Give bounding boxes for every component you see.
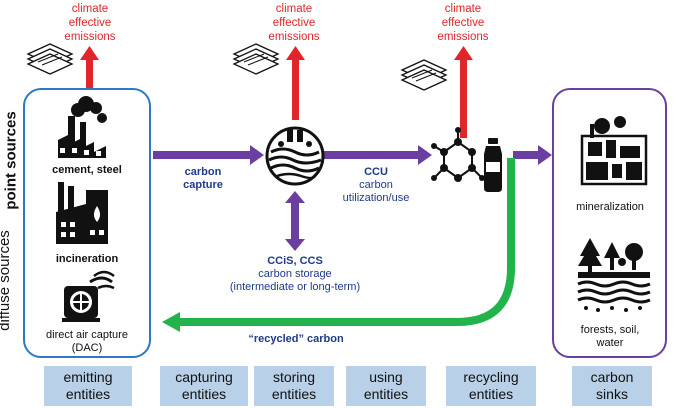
category-line1: using — [369, 369, 403, 385]
document-stack-icon-center — [232, 43, 280, 75]
molecule-bottle-icon — [431, 127, 502, 192]
direct-air-capture-icon — [62, 270, 115, 322]
forests-soil-water-label: forests, soil, water — [556, 324, 664, 350]
ccs-line2: (intermediate or long-term) — [229, 281, 361, 293]
carbon-capture-line1: carbon — [184, 166, 222, 178]
mineralization-icon — [580, 116, 648, 186]
cement-steel-label: cement, steel — [52, 164, 122, 176]
ccu-line2: utilization/use — [342, 192, 410, 204]
sink-arrow — [513, 145, 552, 165]
dac-label-line1: direct air capture — [46, 329, 128, 341]
category-line2: entities — [65, 386, 111, 402]
storage-arrow — [285, 191, 305, 251]
emission-label-right: climate effective emissions — [437, 3, 489, 43]
ccs-title: CCiS, CCS — [267, 255, 323, 267]
ccu-line1: carbon — [359, 179, 393, 191]
category-line2: entities — [363, 386, 409, 402]
category-line2: sinks — [596, 386, 628, 402]
diffuse-sources-label: diffuse sources — [0, 230, 13, 331]
category-line1: carbon — [590, 369, 634, 385]
emission-arrow-left — [80, 46, 99, 90]
recycled-carbon-arrow — [162, 158, 515, 332]
forests-line1: forests, soil, — [580, 324, 640, 336]
emitting-entities-box — [23, 88, 151, 358]
carbon-capture-storage-icon — [265, 126, 325, 186]
factory-icon — [58, 96, 107, 158]
ccs-label: CCiS, CCS carbon storage (intermediate o… — [220, 255, 370, 294]
category-line1: storing — [272, 369, 315, 385]
mineralization-label: mineralization — [576, 201, 644, 213]
ccu-label: CCU carbon utilization/use — [330, 166, 422, 205]
category-line1: capturing — [175, 369, 233, 385]
category-line2: entities — [181, 386, 227, 402]
capture-arrow — [153, 145, 264, 165]
carbon-sinks-box — [552, 88, 667, 358]
emission-arrow-right — [454, 46, 473, 138]
forest-soil-water-icon — [577, 238, 651, 312]
ccs-line1: carbon storage — [258, 268, 332, 280]
recycled-carbon-label: “recycled” carbon — [248, 333, 344, 345]
incineration-plant-icon — [56, 182, 108, 244]
carbon-capture-line2: capture — [183, 179, 223, 191]
point-sources-label: point sources — [2, 111, 20, 210]
category-line2: entities — [468, 386, 514, 402]
dac-label-line2: (DAC) — [71, 342, 103, 354]
category-line1: emitting — [63, 369, 113, 385]
carbon-capture-label: carbon capture — [168, 166, 238, 192]
ccu-title: CCU — [364, 166, 388, 178]
category-line1: recycling — [463, 369, 519, 385]
utilization-arrow — [322, 145, 432, 165]
forests-line2: water — [596, 337, 624, 349]
dac-label: direct air capture (DAC) — [26, 329, 148, 355]
document-stack-icon-left — [26, 43, 74, 75]
emission-arrow-center — [286, 46, 305, 120]
incineration-label: incineration — [55, 253, 119, 265]
emission-label-center: climate effective emissions — [268, 3, 320, 43]
emission-label-left: climate effective emissions — [64, 3, 116, 43]
document-stack-icon-right — [400, 59, 448, 91]
category-line2: entities — [271, 386, 317, 402]
